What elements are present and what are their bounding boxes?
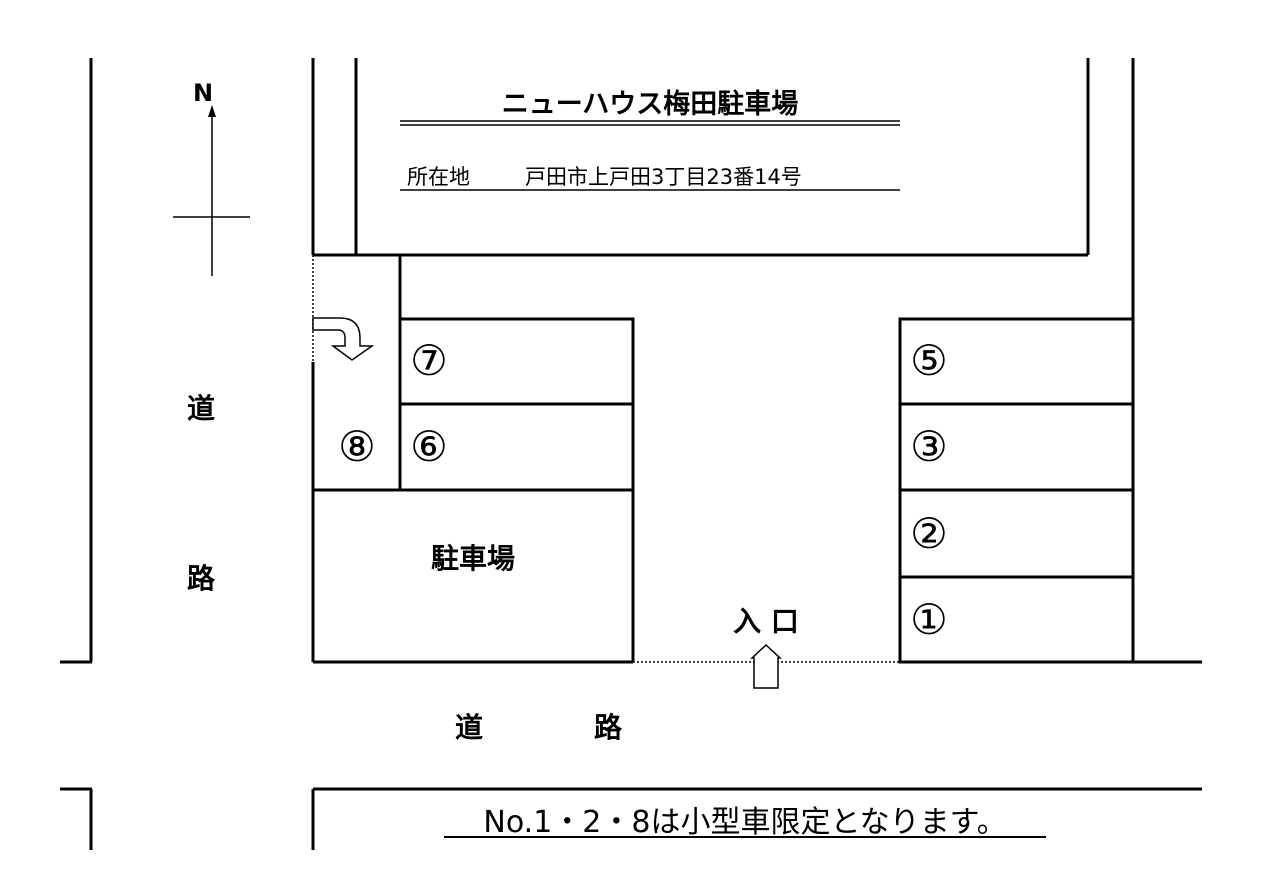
space-2-number: ② [910,509,948,558]
south-road-label-2: 路 [594,711,623,744]
north-label: N [193,79,213,107]
size-restriction-notice: No.1・2・8は小型車限定となります。 [483,805,1006,840]
address-text: 戸田市上戸田3丁目23番14号 [525,165,802,189]
space-6-number: ⑥ [410,422,448,471]
space-8-number: ⑧ [338,422,376,471]
parking-lot-label: 駐車場 [431,542,515,575]
space-3-number: ③ [910,422,948,471]
west-road-label-2: 路 [187,562,216,595]
entrance-arrow-icon [750,643,782,689]
space-5-number: ⑤ [910,336,948,385]
parking-space-1 [898,575,1135,664]
north-compass [173,112,250,276]
space-1-number: ① [910,595,948,644]
address-label: 所在地 [407,165,470,189]
turn-arrow-icon [312,317,375,361]
south-road-label-1: 道 [455,711,483,744]
north-arrow-icon [208,105,216,117]
entrance-label: 入 口 [733,605,799,638]
space-7-number: ⑦ [410,336,448,385]
building-name: ニューハウス梅田駐車場 [502,89,798,120]
west-road-label-1: 道 [187,392,215,425]
